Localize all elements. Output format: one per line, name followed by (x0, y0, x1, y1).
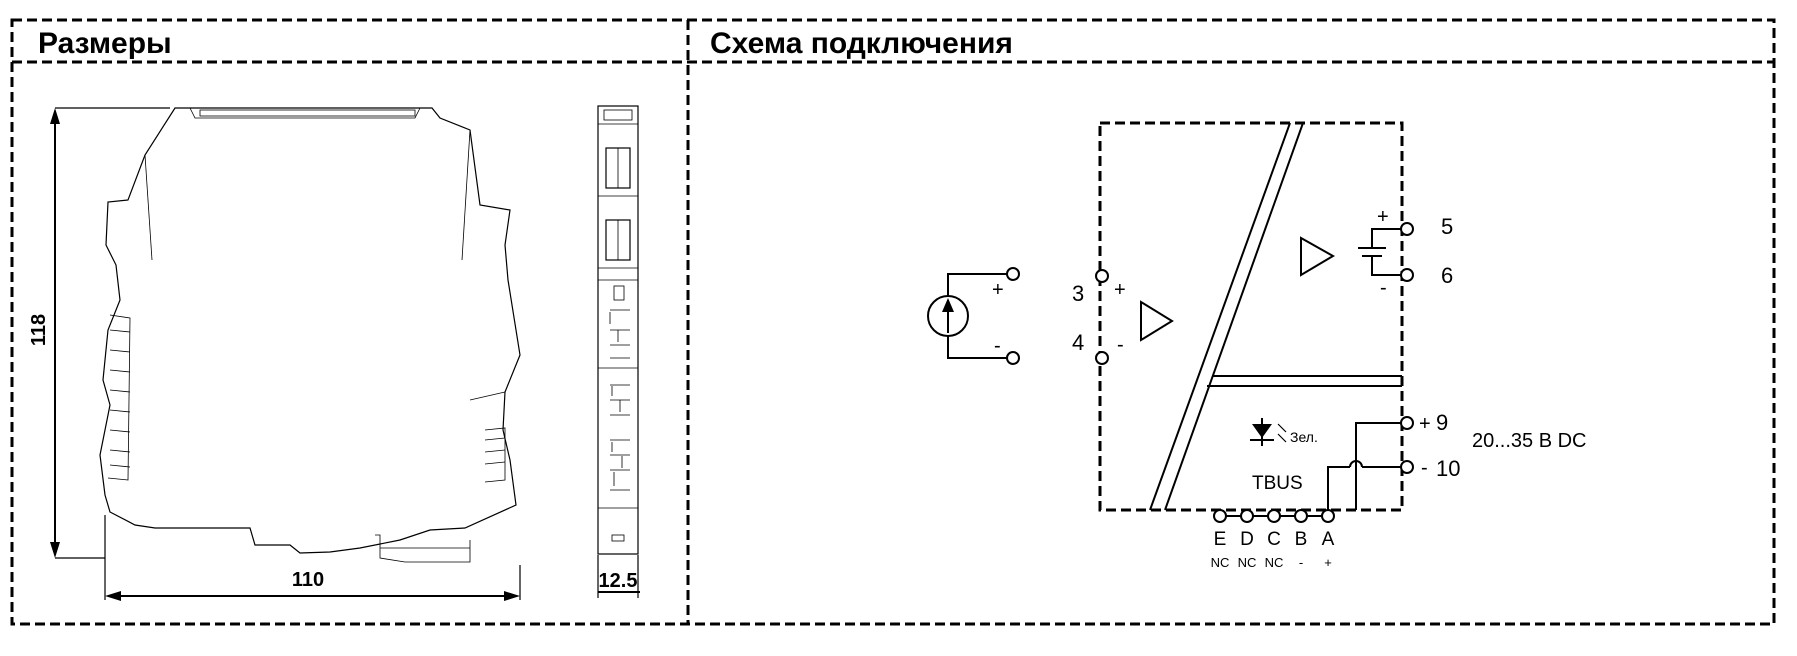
input-plus-label: + (1114, 279, 1126, 301)
width-dimension (104, 515, 521, 601)
terminal-3 (1095, 269, 1109, 283)
output-plus-label: + (1377, 206, 1389, 228)
header-wiring: Схема подключения (710, 27, 1013, 60)
power-rating-label: 20...35 В DC (1472, 430, 1587, 452)
tbus-pin-letter: B (1295, 529, 1308, 550)
terminal-6 (1400, 268, 1414, 282)
output-minus-label: - (1380, 277, 1387, 299)
tbus-pin-b (1294, 509, 1308, 523)
tbus-label: TBUS (1252, 473, 1303, 494)
tbus-pin-d (1240, 509, 1254, 523)
terminal-10-label: 10 (1436, 456, 1460, 481)
current-source-icon (927, 267, 1020, 365)
table-frame (10, 18, 1776, 626)
module-housing (1098, 121, 1404, 512)
tbus-pin-letter: E (1214, 529, 1227, 550)
input-amplifier-icon (1140, 300, 1174, 342)
source-minus-label: - (994, 335, 1001, 357)
led-icon (1250, 418, 1287, 446)
source-plus-label: + (992, 279, 1004, 301)
power-wiring (1327, 422, 1402, 510)
height-label: 118 (28, 314, 50, 346)
terminal-9-label: 9 (1436, 410, 1448, 435)
housing-side-view (597, 105, 639, 555)
terminal-3-label: 3 (1072, 281, 1084, 306)
terminal-4 (1095, 351, 1109, 365)
terminal-5-label: 5 (1441, 214, 1453, 239)
tbus-pin-note: NC (1211, 555, 1230, 570)
housing-front-view (99, 107, 521, 563)
header-dimensions: Размеры (38, 27, 172, 60)
terminal-10 (1400, 460, 1414, 474)
height-dimension (50, 107, 170, 559)
input-minus-label: - (1117, 334, 1124, 356)
tbus-pin-e (1213, 509, 1227, 523)
terminal-5 (1400, 222, 1414, 236)
output-amplifier-icon (1300, 236, 1335, 277)
power-minus-label: - (1421, 457, 1428, 479)
terminal-9 (1400, 416, 1414, 430)
tbus-pin-note: NC (1265, 555, 1284, 570)
terminal-4-label: 4 (1072, 330, 1084, 355)
depth-dimension (597, 555, 640, 598)
tbus-pin-letter: A (1322, 529, 1335, 550)
tbus-pin-letter: D (1240, 529, 1254, 550)
tbus-pin-note: - (1299, 555, 1303, 570)
tbus-pins: E NC D NC C NC B - A + (1211, 509, 1335, 570)
tbus-pin-letter: C (1267, 529, 1281, 550)
width-label: 110 (292, 569, 324, 591)
power-plus-label: + (1419, 413, 1431, 435)
led-label: Зел. (1290, 429, 1318, 445)
tbus-pin-note: NC (1238, 555, 1257, 570)
terminal-6-label: 6 (1441, 263, 1453, 288)
depth-label: 12.5 (599, 570, 638, 592)
tbus-pin-a (1321, 509, 1335, 523)
tbus-pin-note: + (1324, 555, 1332, 570)
output-source-icon (1358, 228, 1402, 276)
tbus-pin-c (1267, 509, 1281, 523)
